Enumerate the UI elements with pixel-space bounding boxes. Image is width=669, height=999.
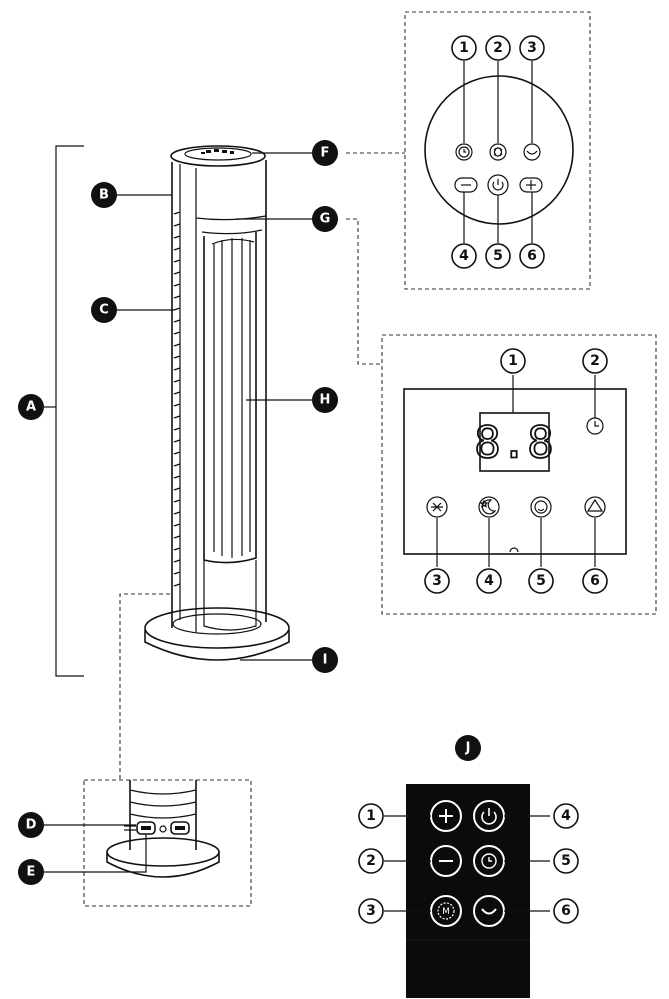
remote-control <box>384 784 550 998</box>
rear-vent-slats <box>173 211 181 587</box>
tower-fan <box>144 145 290 661</box>
timer-icon <box>455 143 473 161</box>
display-readout: 8.8 <box>474 418 553 469</box>
sleep-mode-icon <box>478 496 500 518</box>
top-buttons <box>201 149 234 154</box>
remote-number-2: 2 <box>366 853 376 869</box>
display-number-3: 3 <box>432 573 442 589</box>
control-panel-callout <box>346 11 591 290</box>
leader-lines <box>116 152 312 661</box>
label-f: F <box>321 146 330 161</box>
label-a: A <box>26 400 36 415</box>
display-number-5: 5 <box>536 573 546 589</box>
label-e: E <box>27 865 36 880</box>
label-d: D <box>26 818 37 833</box>
height-bracket <box>44 145 84 677</box>
power-button <box>487 174 509 196</box>
control-panel-bottom-numbers: 4 5 6 <box>451 243 545 269</box>
cord-socket <box>124 821 190 835</box>
label-b: B <box>99 188 109 203</box>
label-g: G <box>320 212 331 227</box>
remote-right-numbers: 4 5 6 <box>553 803 579 924</box>
control-panel-top-numbers: 1 2 3 <box>451 35 545 61</box>
oscillation-icon <box>523 143 541 161</box>
display-bottom-numbers: 3 4 5 6 <box>424 568 608 594</box>
remote-number-3: 3 <box>366 903 376 919</box>
base <box>144 607 290 661</box>
display-number-6: 6 <box>590 573 600 589</box>
label-j: J <box>465 741 471 756</box>
remote-mode-glyph: M <box>442 907 450 917</box>
control-number-4: 4 <box>459 248 469 264</box>
display-panel-callout <box>346 218 657 615</box>
fan-mode-icon <box>489 143 507 161</box>
letter-badges: A B C D E F G H I J <box>18 140 481 885</box>
normal-wind-icon <box>426 496 448 518</box>
display-number-1: 1 <box>508 353 518 369</box>
display-number-4: 4 <box>484 573 494 589</box>
control-number-2: 2 <box>493 40 503 56</box>
label-h: H <box>320 393 331 408</box>
control-number-6: 6 <box>527 248 537 264</box>
remote-number-1: 1 <box>366 808 376 824</box>
display-top-numbers: 1 2 <box>500 348 608 374</box>
front-grille <box>211 238 255 558</box>
clock-icon <box>586 417 604 435</box>
control-number-3: 3 <box>527 40 537 56</box>
remote-number-4: 4 <box>561 808 571 824</box>
plus-button <box>519 177 543 193</box>
natural-wind-icon <box>584 496 606 518</box>
base-detail-callout <box>44 593 252 907</box>
minus-button <box>454 177 478 193</box>
label-i: I <box>323 653 328 668</box>
display-number-2: 2 <box>590 353 600 369</box>
control-number-1: 1 <box>459 40 469 56</box>
label-c: C <box>99 303 109 318</box>
control-number-5: 5 <box>493 248 503 264</box>
remote-number-5: 5 <box>561 853 571 869</box>
remote-left-numbers: 1 2 3 <box>358 803 384 924</box>
child-mode-icon <box>530 496 552 518</box>
remote-number-6: 6 <box>561 903 571 919</box>
